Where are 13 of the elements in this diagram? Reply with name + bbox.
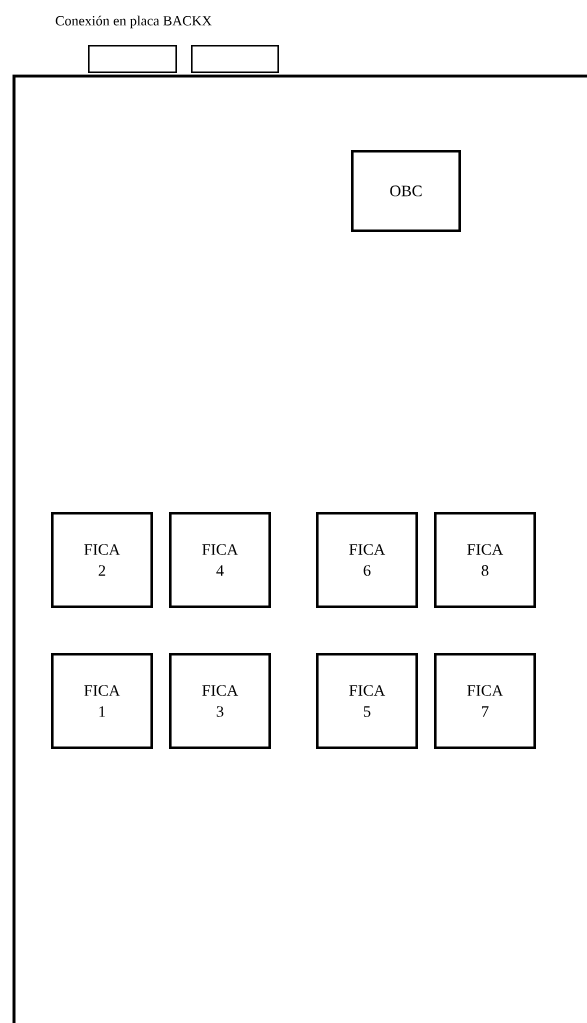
module-box: FICA 7: [434, 653, 536, 749]
module-box: FICA 6: [316, 512, 418, 608]
board-outline: [12, 74, 587, 1023]
connection-label: Conexión en placa BACKX: [55, 15, 212, 29]
module-box: FICA 3: [169, 653, 271, 749]
connector-box: [191, 45, 279, 73]
connector-box: [88, 45, 177, 73]
module-box: FICA 2: [51, 512, 153, 608]
module-box: OBC: [351, 150, 461, 232]
module-box: FICA 5: [316, 653, 418, 749]
module-box: FICA 4: [169, 512, 271, 608]
module-box: FICA 1: [51, 653, 153, 749]
module-box: FICA 8: [434, 512, 536, 608]
